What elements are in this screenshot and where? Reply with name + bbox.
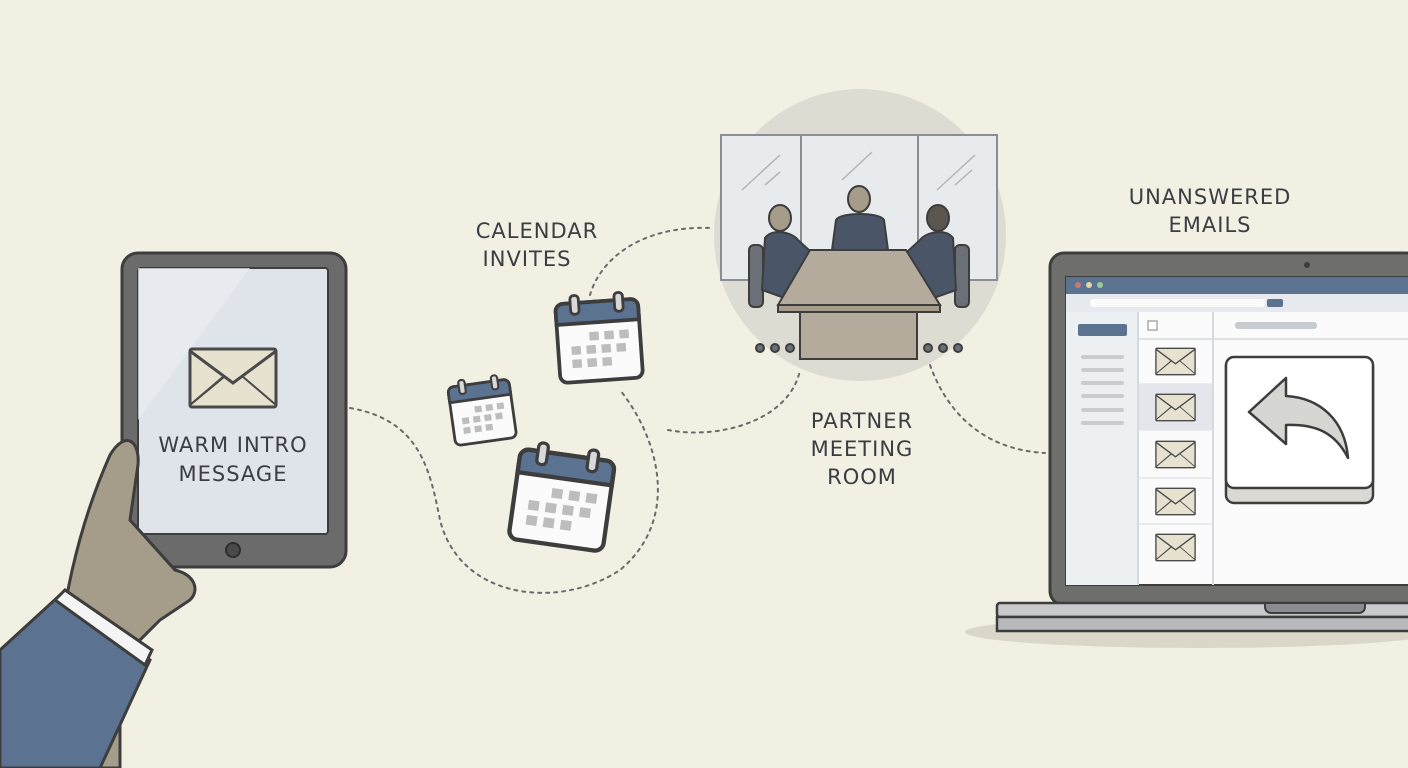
emails-label-line1: UNANSWERED [1129,185,1292,209]
laptop [965,251,1408,648]
calendar-icon [445,372,519,448]
tablet-label-line1: WARM INTRO [158,433,307,457]
meeting-label-line2: MEETING [811,437,914,461]
meeting-label-line1: PARTNER [811,409,913,433]
calendar-icon [508,440,616,552]
reply-arrow-icon [1247,376,1350,460]
calendar-label-line1: CALENDAR [476,219,598,243]
calendar-label-line2: INVITES [483,247,572,271]
envelope-icon [1155,533,1196,562]
connector-tablet-calendars [349,389,659,594]
hand [0,439,197,768]
home-button [225,542,241,558]
calendar-icon [552,289,646,386]
envelope-icon [1155,440,1196,469]
envelope-icon [1155,393,1196,422]
connector-meeting-laptop [929,364,1046,454]
tablet: WARM INTRO MESSAGE [120,251,348,569]
connector-calendar-label [589,226,713,296]
meeting-room [714,89,1006,381]
envelope-icon [188,347,278,409]
emails-label-line2: EMAILS [1169,213,1252,237]
meeting-label-line3: ROOM [827,465,897,489]
tablet-label-line2: MESSAGE [179,462,288,486]
envelope-icon [1155,347,1196,376]
connector-calendars-meeting [667,369,801,434]
envelope-icon [1155,487,1196,516]
reply-button [1224,355,1375,505]
